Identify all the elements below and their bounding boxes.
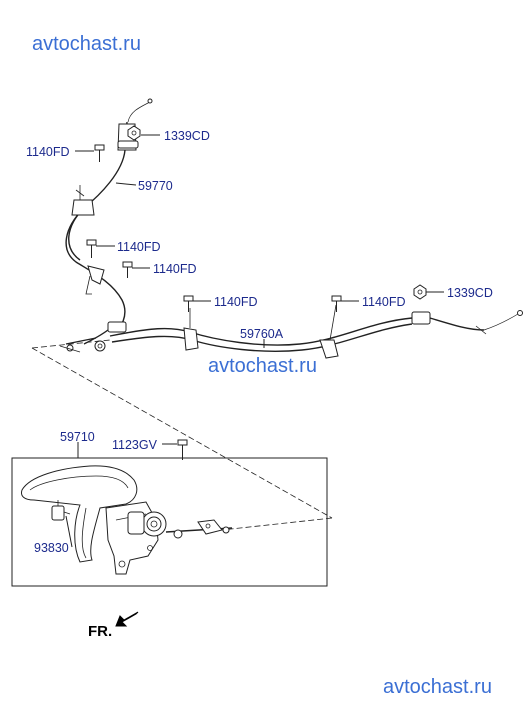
label-1140fd-b: 1140FD	[117, 240, 161, 254]
label-93830: 93830	[34, 541, 69, 555]
lever-assembly-box	[11, 457, 328, 587]
parking-brake-lever	[21, 465, 233, 575]
leader-lines	[65, 134, 444, 548]
label-59710: 59710	[60, 430, 95, 444]
label-1339cd-b: 1339CD	[447, 286, 493, 300]
label-1140fd-c: 1140FD	[153, 262, 197, 276]
label-1140fd-d: 1140FD	[214, 295, 258, 309]
bolt-1123gv-icon	[177, 439, 188, 460]
front-arrow-icon	[115, 611, 139, 627]
bolt-1140fd-a-icon	[94, 144, 105, 162]
cable-59770	[59, 98, 153, 353]
label-59770: 59770	[138, 179, 173, 193]
bolt-1140fd-b-icon	[86, 239, 97, 258]
label-1339cd-a: 1339CD	[164, 129, 210, 143]
fr-label: FR.	[88, 623, 112, 640]
watermark-middle: avtochast.ru	[208, 355, 317, 377]
bolt-1140fd-e-icon	[331, 295, 342, 312]
watermark-top: avtochast.ru	[32, 33, 141, 55]
label-1140fd-e: 1140FD	[362, 295, 406, 309]
label-1140fd-a: 1140FD	[26, 145, 70, 159]
nut-1339cd-a-icon	[127, 125, 141, 141]
bolt-1140fd-d-icon	[183, 295, 194, 312]
label-1123gv: 1123GV	[112, 438, 158, 452]
dashed-connections	[31, 339, 333, 531]
label-59760a: 59760A	[240, 327, 284, 341]
watermark-bottom: avtochast.ru	[383, 676, 492, 698]
cable-59760a	[109, 304, 523, 359]
bolt-1140fd-c-icon	[122, 261, 133, 278]
nut-1339cd-b-icon	[413, 284, 427, 300]
